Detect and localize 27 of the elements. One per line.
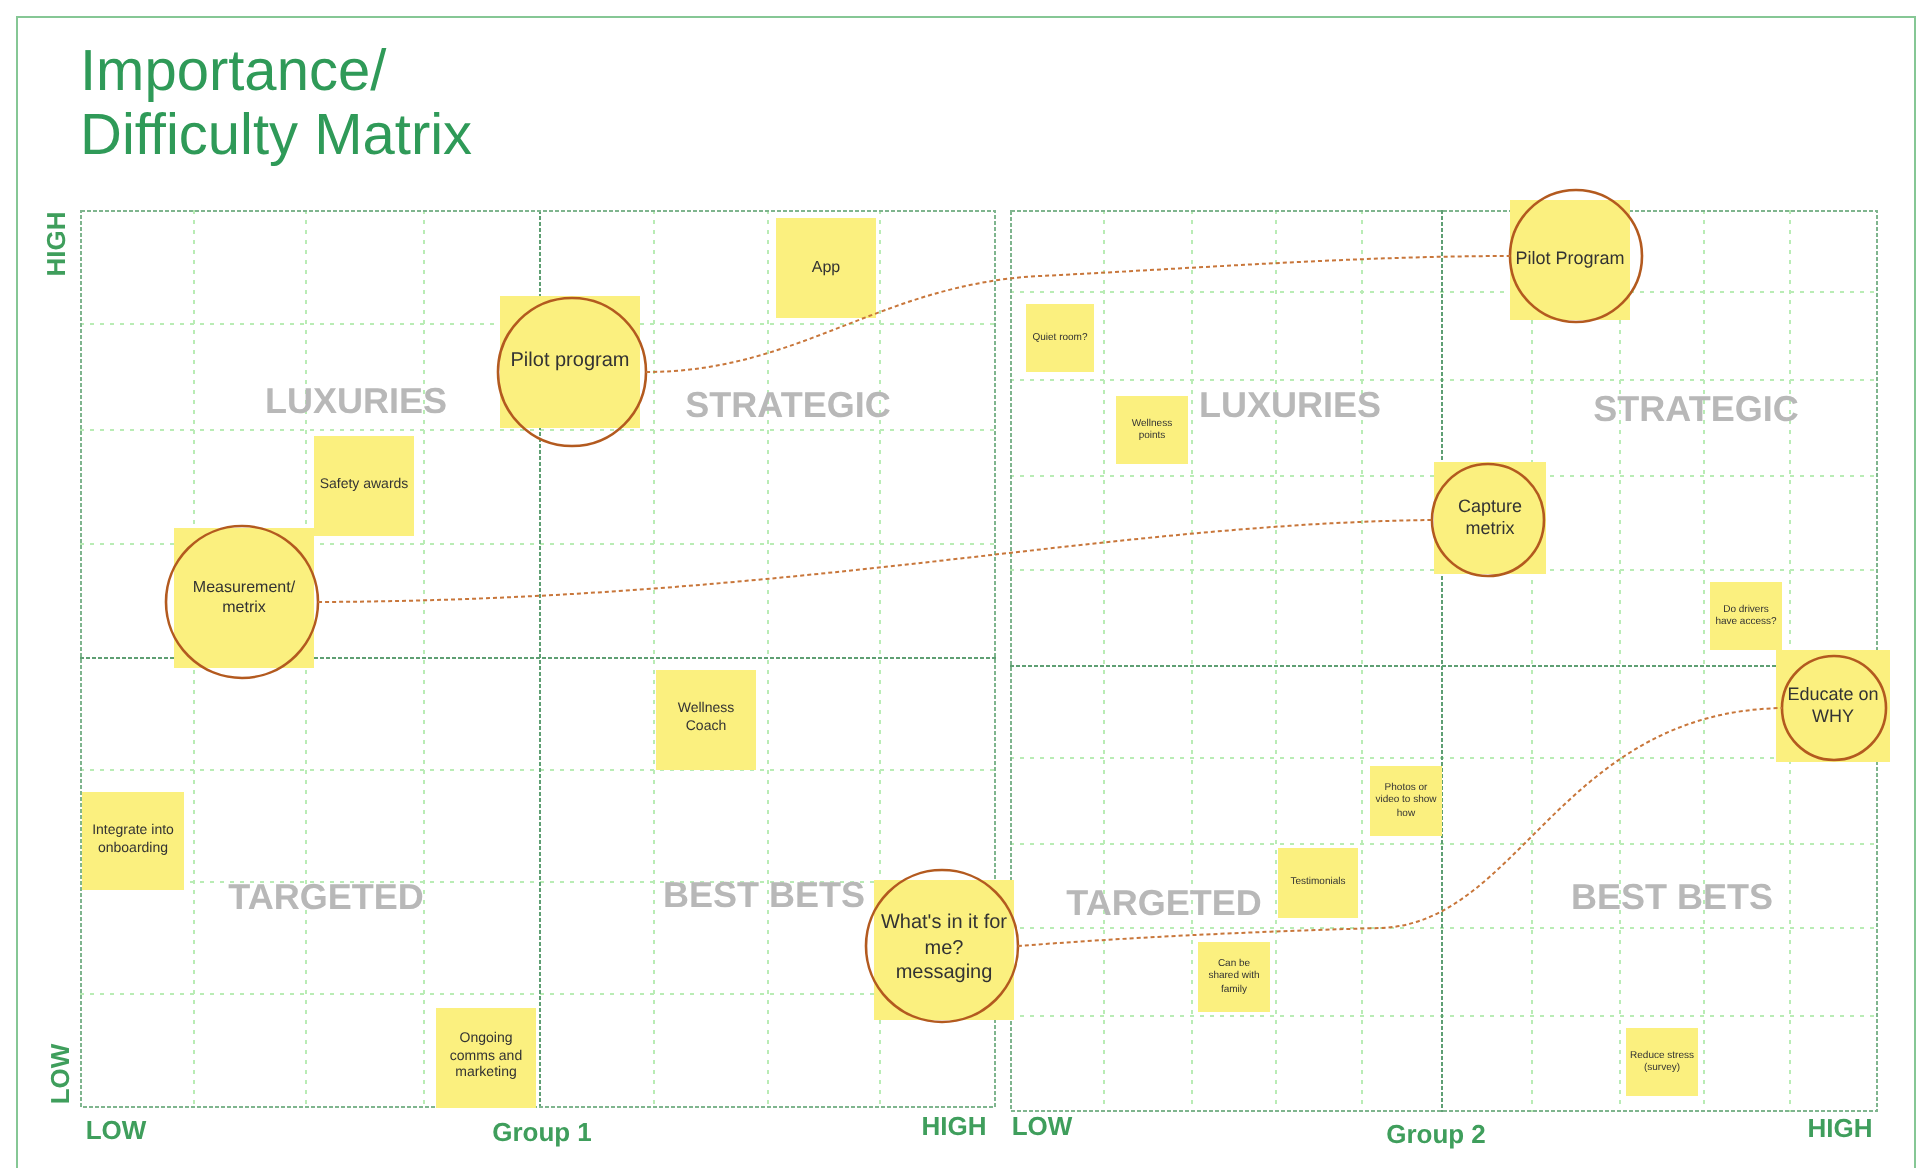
axis-label: LOW	[1011, 1108, 1073, 1145]
quadrant-label: STRATEGIC	[685, 383, 891, 429]
quadrant-label: LUXURIES	[265, 379, 447, 425]
connector-curve	[645, 255, 1511, 373]
connector-curve	[1017, 707, 1783, 947]
sticky-note: What's in it for me? messaging	[874, 880, 1014, 1020]
quadrant-label: TARGETED	[228, 875, 424, 921]
sticky-note: Pilot Program	[1510, 200, 1630, 320]
quadrant-label: LUXURIES	[1199, 383, 1381, 429]
axis-label: HIGH	[1807, 1110, 1873, 1147]
connector-curve	[317, 519, 1433, 603]
sticky-note: Educate on WHY	[1776, 650, 1890, 762]
axis-label: HIGH	[921, 1108, 987, 1145]
title: Importance/ Difficulty Matrix	[80, 40, 475, 168]
sticky-note: Measurement/ metrix	[174, 528, 314, 668]
axis-label: LOW	[42, 1043, 77, 1105]
quadrant-label: TARGETED	[1066, 881, 1262, 927]
axis-label: Group 2	[1386, 1116, 1486, 1153]
axis-label: Group 1	[492, 1114, 592, 1151]
quadrant-label: BEST BETS	[663, 873, 865, 919]
sticky-note: Capture metrix	[1434, 462, 1546, 574]
sticky-note: App	[776, 218, 876, 318]
axis-label: LOW	[85, 1112, 147, 1149]
sticky-note: Pilot program	[500, 296, 640, 428]
quadrant-label: STRATEGIC	[1593, 387, 1799, 433]
axis-label: HIGH	[38, 211, 73, 277]
quadrant-label: BEST BETS	[1571, 875, 1773, 921]
